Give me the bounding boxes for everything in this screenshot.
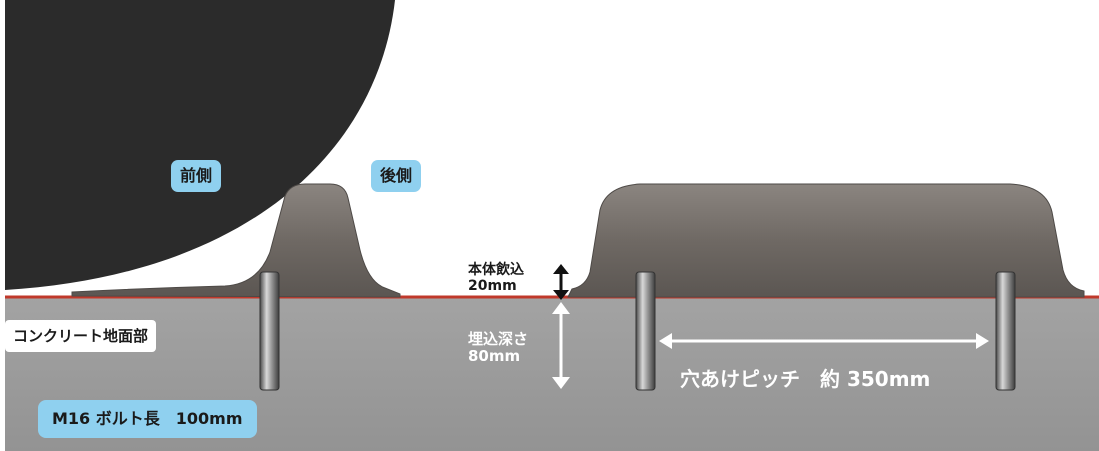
rear-side-label: 後側 <box>371 160 422 192</box>
body-embed-label-line2: 20mm <box>468 278 517 294</box>
front-side-label: 前側 <box>171 160 222 192</box>
embed-depth-label: 埋込深さ 80mm <box>468 331 528 365</box>
tire <box>5 0 395 290</box>
hole-pitch-arrow <box>659 333 989 349</box>
body-embed-label-line1: 本体飲込 <box>468 262 524 278</box>
wheel-stop-large-block <box>567 183 1085 298</box>
embed-depth-label-line2: 80mm <box>468 347 521 365</box>
embed-depth-arrow <box>552 302 570 389</box>
embed-depth-label-line1: 埋込深さ <box>468 330 529 348</box>
bolt-right <box>995 271 1016 391</box>
concrete-ground-label: コンクリート地面部 <box>5 320 157 352</box>
bolt-left <box>259 271 280 391</box>
body-embed-label: 本体飲込 20mm <box>468 262 524 294</box>
hole-pitch-label: 穴あけピッチ 約 350mm <box>680 367 931 391</box>
bolt-length-label: M16 ボルト長 100mm <box>38 400 257 438</box>
wheel-stop-small-profile <box>71 183 401 298</box>
bolt-center <box>635 271 656 391</box>
body-embed-arrow <box>553 264 569 300</box>
